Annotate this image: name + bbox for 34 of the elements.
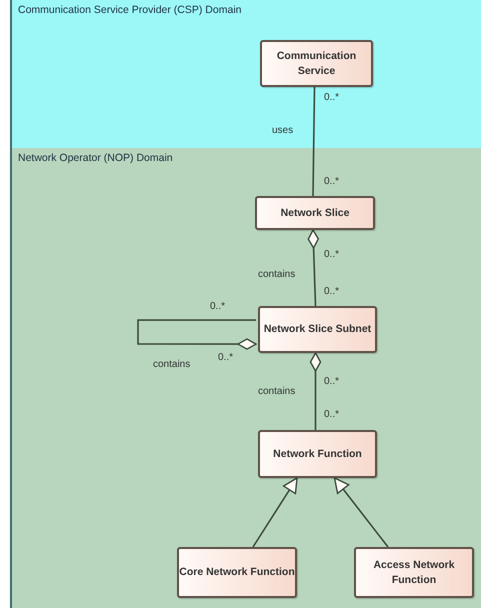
aggregation-line <box>308 229 319 306</box>
class-box <box>258 430 377 478</box>
multiplicity-label: 0..* <box>324 376 340 387</box>
class-name: Network Slice Subnet <box>264 322 372 337</box>
class-box <box>177 547 297 598</box>
class-box <box>260 40 373 87</box>
class-name: Network Function <box>273 446 362 462</box>
class-box <box>354 547 474 598</box>
aggregation-line <box>137 319 257 350</box>
generalization-arrow <box>334 477 389 548</box>
edge-label: contains <box>153 359 190 370</box>
class-name: Communication Service <box>276 49 358 78</box>
edge-label: uses <box>272 125 294 136</box>
aggregation-line <box>310 352 322 430</box>
edge-label: contains <box>258 386 296 397</box>
multiplicity-label: 0..* <box>324 249 340 260</box>
multiplicity-label: 0..* <box>324 92 340 103</box>
class-name: Access Network Function <box>372 558 456 587</box>
domain-band <box>10 0 481 148</box>
multiplicity-label: 0..* <box>324 176 340 187</box>
domain-title: Network Operator (NOP) Domain <box>18 152 173 164</box>
class-box <box>258 306 377 353</box>
class-box <box>255 196 375 230</box>
class-name: Network Slice <box>280 206 350 220</box>
generalization-arrow <box>252 477 298 548</box>
association-line <box>312 86 316 196</box>
class-name: Core Network Function <box>179 565 295 580</box>
multiplicity-label: 0..* <box>218 352 234 363</box>
domain-band <box>10 148 481 608</box>
multiplicity-label: 0..* <box>210 301 226 312</box>
domain-title: Communication Service Provider (CSP) Domain <box>18 4 242 16</box>
multiplicity-label: 0..* <box>324 409 340 420</box>
multiplicity-label: 0..* <box>324 286 340 297</box>
edge-label: contains <box>258 269 296 280</box>
